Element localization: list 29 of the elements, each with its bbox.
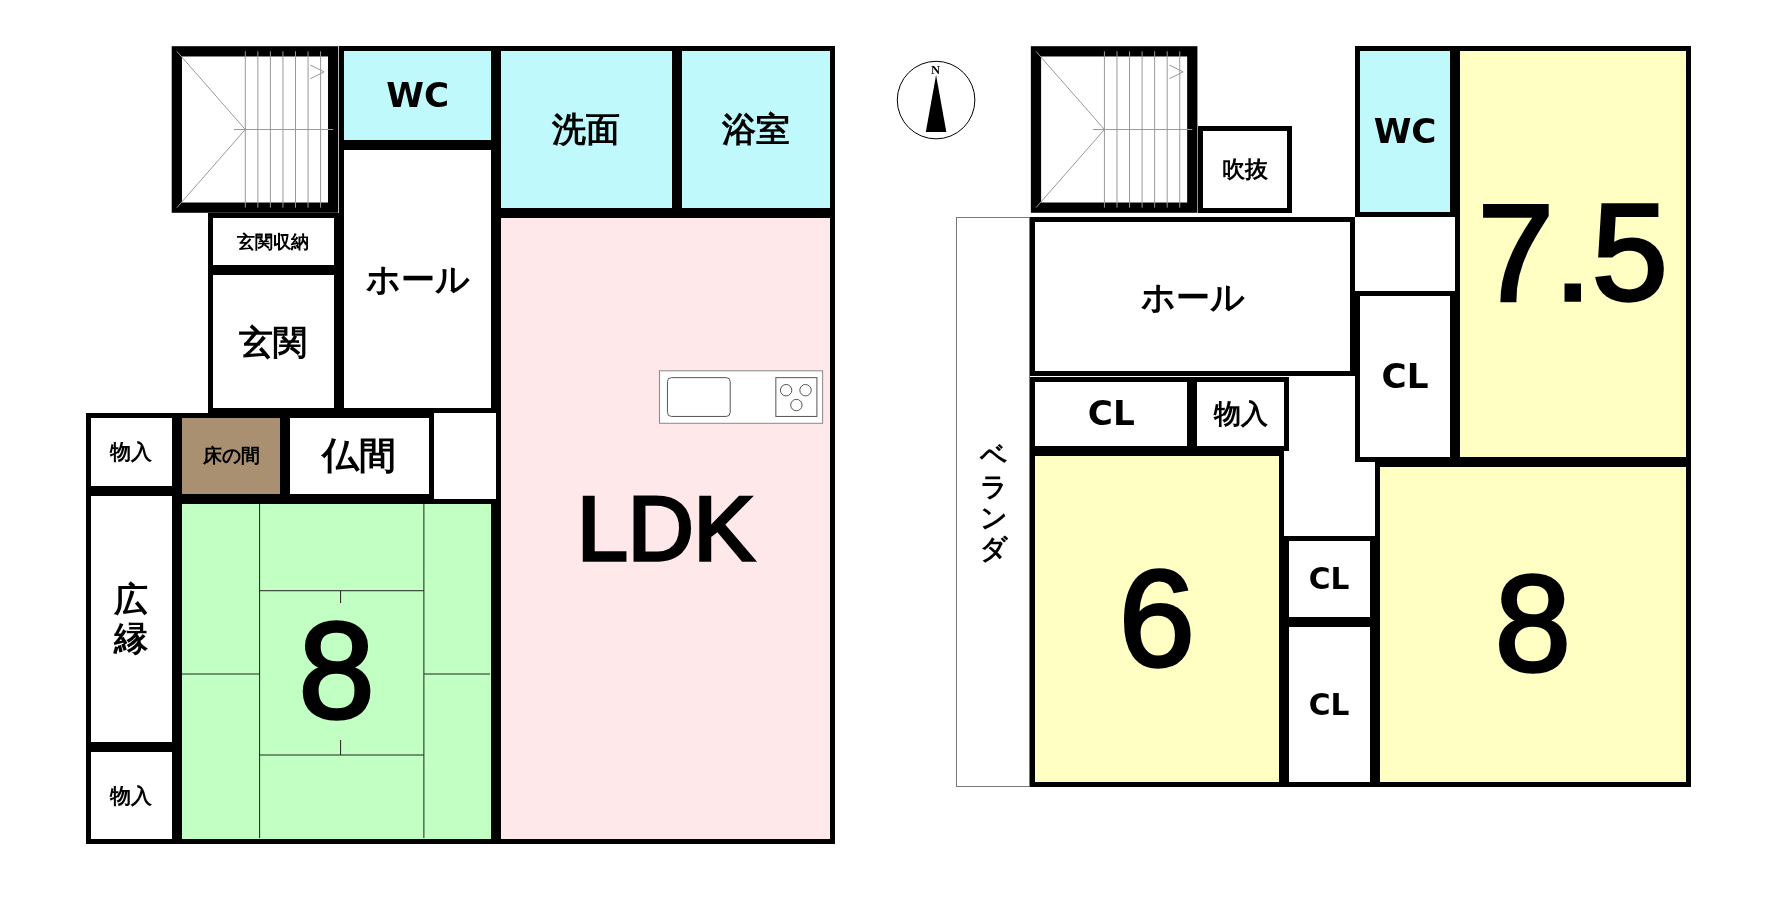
room-label: ホール bbox=[1140, 279, 1245, 314]
room-label: 床の間 bbox=[202, 446, 260, 466]
room-label: 7.5 bbox=[1477, 185, 1668, 323]
room-label: 8 bbox=[1494, 556, 1571, 694]
balcony-area bbox=[956, 216, 1031, 788]
room-label: 物入 bbox=[110, 441, 153, 463]
room-label: 広縁 bbox=[114, 579, 149, 659]
room-box bbox=[1198, 125, 1292, 214]
room-label: 6 bbox=[1118, 550, 1195, 688]
room-label: 玄関 bbox=[239, 324, 308, 359]
room-label: CL bbox=[1087, 396, 1135, 431]
room-label: LDK bbox=[576, 483, 755, 575]
room-label: ベランダ bbox=[979, 439, 1007, 565]
room-box bbox=[1355, 45, 1455, 217]
room-label: CL bbox=[1381, 359, 1429, 394]
room-label: 物入 bbox=[1213, 399, 1268, 428]
room-label: 吹抜 bbox=[1221, 158, 1268, 181]
north-label: N bbox=[931, 63, 941, 77]
room-label: WC bbox=[1373, 114, 1437, 149]
room-box bbox=[1030, 216, 1356, 377]
room-label: ホール bbox=[365, 261, 470, 297]
room-label: 仏間 bbox=[322, 437, 397, 475]
room-label: CL bbox=[1308, 564, 1350, 594]
room-label: CL bbox=[1308, 689, 1350, 720]
room-label: 洗面 bbox=[552, 112, 621, 147]
room-label: WC bbox=[386, 78, 449, 113]
room-label: 物入 bbox=[110, 785, 153, 807]
room-label: 浴室 bbox=[721, 112, 790, 147]
room-label: 玄関収納 bbox=[237, 232, 310, 251]
